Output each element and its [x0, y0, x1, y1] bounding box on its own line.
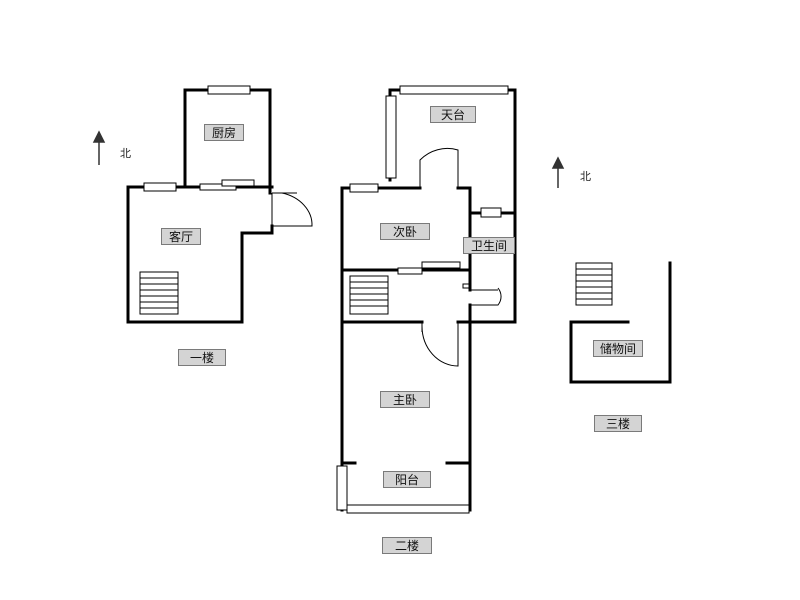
- floor-caption-third: 三楼: [594, 415, 642, 432]
- room-label-terrace: 天台: [430, 106, 476, 123]
- north-label: 北: [580, 170, 591, 183]
- windows: [143, 85, 509, 514]
- room-label-storage-room: 储物间: [593, 340, 643, 357]
- room-label-second-bedroom: 次卧: [380, 223, 430, 240]
- stairs: [139, 262, 613, 315]
- doors: [271, 147, 502, 367]
- room-label-balcony: 阳台: [383, 471, 431, 488]
- third-floor-walls: [569, 261, 672, 384]
- floor-caption-second: 二楼: [382, 537, 432, 554]
- room-label-living-room: 客厅: [161, 228, 201, 245]
- room-label-bathroom: 卫生间: [463, 237, 515, 254]
- north-arrow-icon: [92, 130, 106, 165]
- room-label-kitchen: 厨房: [204, 124, 244, 141]
- room-label-master-bedroom: 主卧: [380, 391, 430, 408]
- floor-caption-first: 一楼: [178, 349, 226, 366]
- north-arrow-icon: [551, 156, 565, 188]
- north-label: 北: [120, 147, 131, 160]
